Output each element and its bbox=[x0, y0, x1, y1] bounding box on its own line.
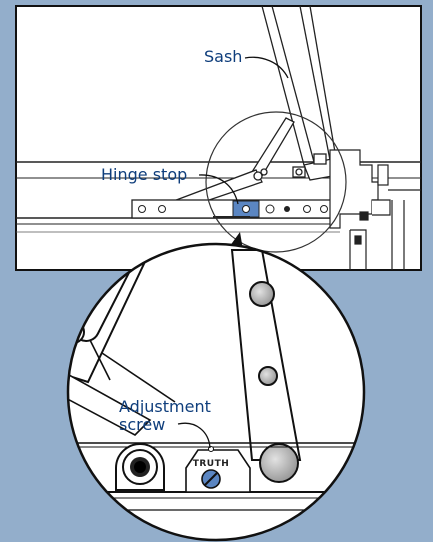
adjustment-screw bbox=[201, 446, 221, 489]
detail-indicator-circle bbox=[205, 111, 347, 253]
brand-mark: TRUTH bbox=[193, 459, 230, 469]
leader-hinge-stop bbox=[198, 174, 239, 205]
frame-extrusion-drawing bbox=[329, 149, 421, 270]
hinge-track-drawing bbox=[131, 199, 338, 219]
magnified-detail: TRUTH bbox=[66, 242, 366, 542]
label-sash: Sash bbox=[204, 47, 242, 66]
callouts: Sash Hinge stop Adjustment screw bbox=[101, 47, 289, 449]
label-screw: screw bbox=[119, 415, 165, 434]
leader-sash bbox=[244, 56, 289, 79]
top-drawing-panel bbox=[15, 5, 422, 271]
label-hinge-stop: Hinge stop bbox=[101, 165, 187, 184]
label-adjustment: Adjustment bbox=[119, 397, 211, 416]
top-drawing-lines bbox=[16, 6, 421, 270]
pivot-bushing-detail bbox=[115, 443, 165, 491]
left-roller-detail bbox=[68, 451, 74, 479]
magnifier-ring bbox=[66, 242, 366, 542]
leader-adjustment-screw bbox=[177, 422, 211, 449]
main-arm-detail bbox=[230, 249, 302, 483]
top-panel-frame bbox=[15, 5, 422, 271]
